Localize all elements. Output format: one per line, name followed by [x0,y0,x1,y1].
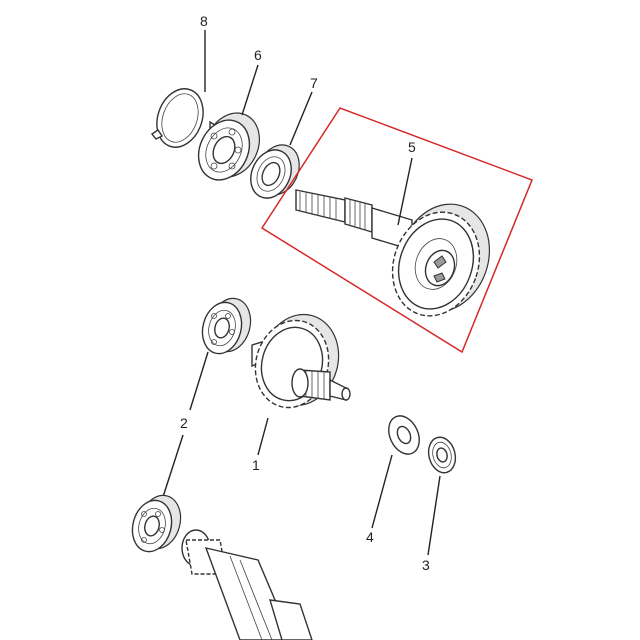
drive-shaft [181,529,313,640]
output-shaft-part-5 [295,189,491,317]
leader-line-4 [371,454,393,529]
bearing-part-2-lower [131,494,182,553]
leader-line-6 [241,64,259,116]
callout-6: 6 [254,47,262,63]
callout-2: 2 [180,415,188,431]
counter-gear-part-1 [251,313,351,409]
callout-8: 8 [200,13,208,29]
callout-5: 5 [408,139,416,155]
callout-3: 3 [422,557,430,573]
leader-line-5 [397,157,413,226]
oil-seal-part-7 [250,144,300,199]
bearing-part-2-upper [201,297,252,355]
bearing-part-6 [197,112,260,181]
callout-4: 4 [366,529,374,545]
leader-line-2-lower [161,434,184,501]
leader-line-1 [257,417,269,456]
washer-part-3 [427,436,457,474]
snap-ring-part-8 [150,88,204,148]
leader-line-7 [289,91,313,146]
callout-7: 7 [310,75,318,91]
callout-1: 1 [252,457,260,473]
leader-line-2-upper [189,351,209,411]
washer-part-4 [388,415,420,455]
leader-line-3 [427,475,441,556]
part-5-highlight-frame [260,107,533,354]
